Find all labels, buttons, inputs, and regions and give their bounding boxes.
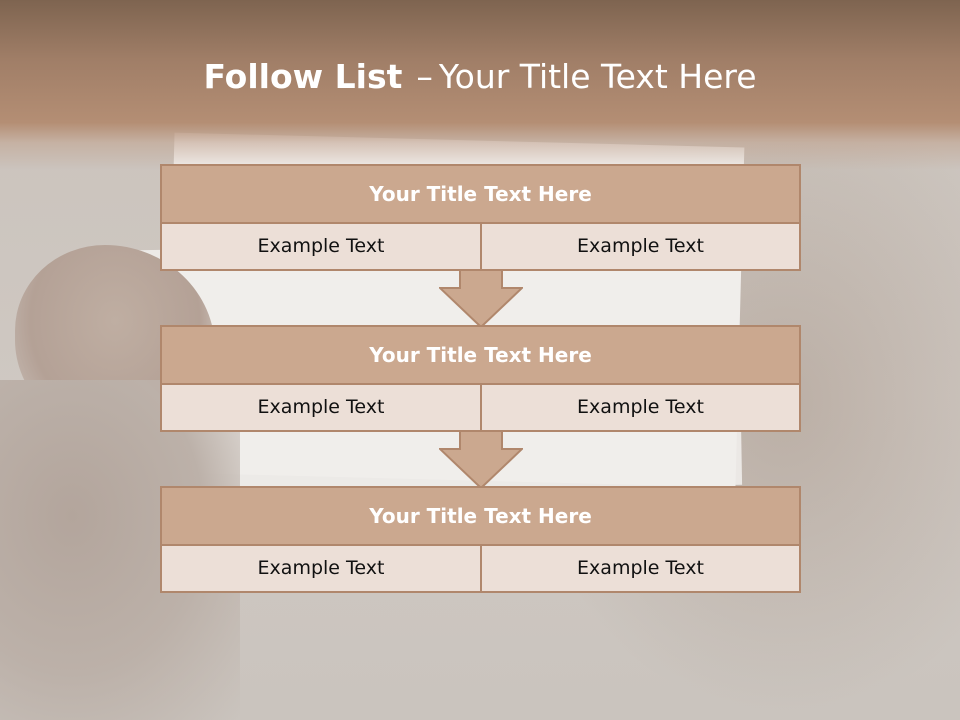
- flow-block-1: Your Title Text Here Example Text Exampl…: [160, 164, 801, 271]
- down-arrow-icon: [439, 269, 523, 329]
- flow-block-cell-right: Example Text: [482, 546, 799, 591]
- slide-title-bold: Follow List: [203, 57, 403, 96]
- slide-title-dash: –: [416, 57, 433, 96]
- flow-block-title: Your Title Text Here: [162, 166, 799, 222]
- slide-title-rest: Your Title Text Here: [438, 57, 757, 96]
- flow-block-cell-right: Example Text: [482, 224, 799, 269]
- slide-title: Follow List–Your Title Text Here: [0, 52, 960, 102]
- flow-block-cell-right: Example Text: [482, 385, 799, 430]
- flow-block-cell-left: Example Text: [162, 385, 480, 430]
- flow-block-3: Your Title Text Here Example Text Exampl…: [160, 486, 801, 593]
- flow-block-cell-left: Example Text: [162, 546, 480, 591]
- down-arrow-shape: [439, 430, 523, 490]
- flow-block-title: Your Title Text Here: [162, 488, 799, 544]
- header-band: [0, 0, 960, 170]
- flow-block-title: Your Title Text Here: [162, 327, 799, 383]
- down-arrow-icon: [439, 430, 523, 490]
- down-arrow-shape: [439, 269, 523, 329]
- flow-block-cell-left: Example Text: [162, 224, 480, 269]
- flow-block-2: Your Title Text Here Example Text Exampl…: [160, 325, 801, 432]
